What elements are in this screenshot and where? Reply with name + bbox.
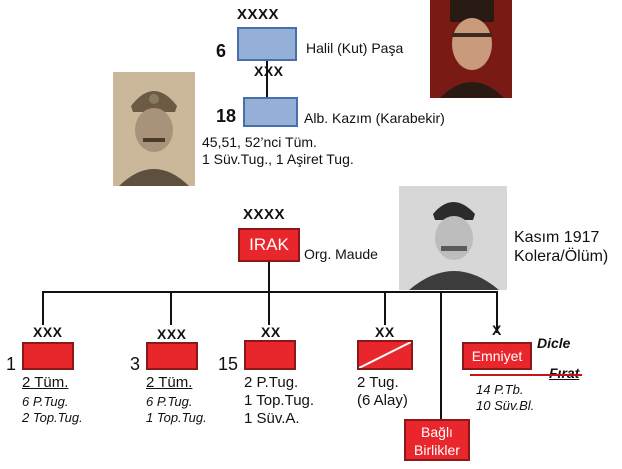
corps-commander: Alb. Kazım (Karabekir) — [304, 110, 445, 126]
attached-units-line-1: Bağlı — [421, 424, 453, 440]
river-firat-label: Fırat — [549, 365, 580, 381]
branch-drop-1 — [42, 291, 44, 325]
unit-security-line-2: 10 Süv.Bl. — [476, 398, 535, 413]
branch-drop-5 — [496, 291, 498, 333]
unit-security-box[interactable]: Emniyet — [462, 342, 532, 370]
unit-3-line-3: 1 Top.Tug. — [146, 410, 207, 425]
attached-units-box[interactable]: Bağlı Birlikler — [404, 419, 470, 461]
corps-echelon-marker: XXX — [254, 63, 284, 79]
british-army-label: IRAK — [249, 235, 289, 254]
unit-3-line-1: 2 Tüm. — [146, 374, 193, 391]
ottoman-corps-box[interactable] — [243, 97, 298, 127]
british-army-note-line-2: Kolera/Ölüm) — [514, 248, 609, 265]
unit-cavalry-line-1: 2 Tug. — [357, 374, 399, 391]
portrait-kazim-karabekir — [113, 72, 195, 186]
river-connector — [470, 374, 582, 376]
unit-1-echelon-marker: XXX — [33, 324, 63, 340]
unit-cavalry-box[interactable] — [357, 340, 413, 370]
unit-1-box[interactable] — [22, 342, 74, 370]
portrait-halil-pasa — [430, 0, 512, 98]
unit-15-echelon-marker: XX — [261, 324, 281, 340]
corps-number: 18 — [216, 106, 237, 126]
unit-15-box[interactable] — [244, 340, 296, 370]
ottoman-army-box[interactable] — [237, 27, 297, 61]
army-corps-connector — [266, 61, 268, 97]
unit-security-line-1: 14 P.Tb. — [476, 382, 524, 397]
branch-drop-3 — [268, 291, 270, 325]
british-army-echelon-marker: XXXX — [243, 206, 286, 223]
unit-cavalry-line-2: (6 Alay) — [357, 392, 408, 409]
unit-security-label: Emniyet — [471, 348, 523, 364]
unit-3-echelon-marker: XXX — [157, 326, 187, 342]
british-army-box[interactable]: IRAK — [238, 228, 300, 262]
unit-3-box[interactable] — [146, 342, 198, 370]
corps-details-line-1: 45,51, 52’nci Tüm. — [202, 134, 317, 150]
unit-3-line-2: 6 P.Tug. — [146, 394, 193, 409]
unit-15-line-2: 1 Top.Tug. — [244, 392, 315, 409]
unit-3-number: 3 — [130, 354, 141, 374]
river-dicle-label: Dicle — [537, 335, 571, 351]
unit-1-line-3: 2 Top.Tug. — [22, 410, 83, 425]
corps-details-line-2: 1 Süv.Tug., 1 Aşiret Tug. — [202, 151, 354, 167]
army-trunk-line — [268, 262, 270, 292]
unit-1-number: 1 — [6, 354, 17, 374]
portrait-general-maude — [399, 186, 507, 290]
branch-drop-4 — [384, 291, 386, 325]
british-army-commander: Org. Maude — [304, 246, 378, 262]
army-number: 6 — [216, 41, 227, 61]
unit-1-line-2: 6 P.Tug. — [22, 394, 69, 409]
unit-1-line-1: 2 Tüm. — [22, 374, 69, 391]
unit-cavalry-echelon-marker: XX — [375, 324, 395, 340]
unit-security-echelon-marker: X — [492, 322, 502, 338]
branch-drop-2 — [170, 291, 172, 325]
army-commander: Halil (Kut) Paşa — [306, 40, 404, 56]
unit-15-number: 15 — [218, 354, 239, 374]
branch-drop-attached — [440, 291, 442, 419]
army-echelon-marker: XXXX — [237, 6, 280, 23]
branch-horizontal-line — [42, 291, 498, 293]
unit-15-line-3: 1 Süv.A. — [244, 410, 300, 427]
attached-units-line-2: Birlikler — [414, 442, 460, 458]
british-army-note-line-1: Kasım 1917 — [514, 229, 600, 246]
unit-15-line-1: 2 P.Tug. — [244, 374, 299, 391]
